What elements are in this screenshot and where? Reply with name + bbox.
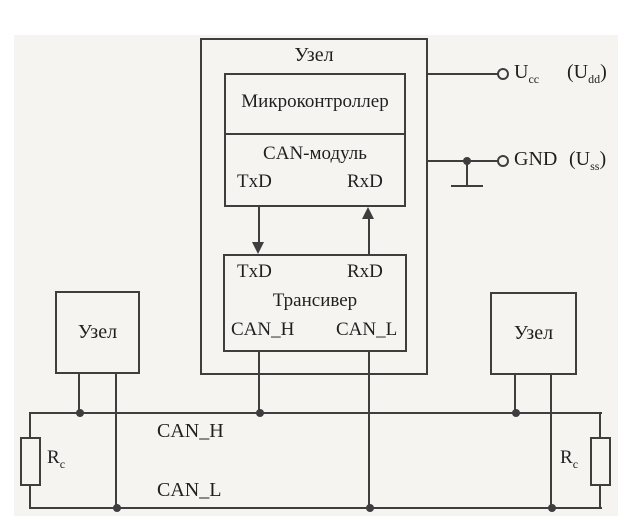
main-node-label: Узел — [294, 44, 334, 66]
transceiver-canl-lead — [368, 352, 370, 509]
gnd-terminal-icon — [497, 155, 509, 167]
ucc-subscript: cc — [528, 72, 540, 86]
udd-label: (Udd) — [567, 61, 607, 86]
junction-dot — [76, 409, 84, 417]
left-resistor-subscript: c — [59, 456, 66, 471]
right-node-box — [490, 292, 577, 375]
transceiver-canl-pin-label: CAN_L — [336, 319, 398, 340]
ucc-terminal-icon — [497, 68, 509, 80]
right-resistor-text: R — [560, 447, 573, 468]
left-termination-resistor — [20, 437, 41, 486]
transceiver-txd-label: TxD — [237, 261, 272, 282]
udd-subscript: dd — [588, 72, 601, 86]
left-node-canh-lead — [78, 374, 80, 413]
junction-dot — [512, 409, 520, 417]
junction-dot — [256, 409, 264, 417]
udd-text: (U — [567, 61, 589, 83]
right-node-canh-lead — [514, 375, 516, 413]
transceiver-rxd-label: RxD — [347, 261, 383, 282]
rxd-signal-line — [368, 218, 370, 254]
right-resistor-subscript: c — [572, 456, 579, 471]
transceiver-box — [223, 254, 407, 352]
junction-dot — [548, 504, 556, 512]
microcontroller-label: Микроконтроллер — [241, 91, 389, 112]
diagram-background — [14, 35, 618, 516]
junction-dot — [113, 504, 121, 512]
uss-label: (Uss) — [569, 148, 607, 173]
can-module-txd-label: TxD — [237, 171, 272, 192]
uss-subscript: ss — [590, 159, 600, 173]
can-module-rxd-label: RxD — [347, 171, 383, 192]
ucc-label: Ucc — [514, 61, 540, 86]
transceiver-label: Трансивер — [272, 290, 358, 311]
right-node-label: Узел — [513, 322, 554, 344]
junction-dot — [366, 504, 374, 512]
right-termination-resistor — [590, 437, 611, 486]
transceiver-canh-lead — [258, 352, 260, 413]
ground-icon — [466, 161, 468, 187]
can-module-label: CAN-модуль — [263, 143, 367, 164]
right-node-canl-lead — [550, 375, 552, 509]
gnd-label: GND — [514, 148, 558, 170]
left-resistor-text: R — [47, 447, 60, 468]
canh-bus-line — [30, 412, 602, 414]
left-node-label: Узел — [77, 321, 118, 343]
transceiver-canh-pin-label: CAN_H — [231, 319, 295, 340]
left-resistor-label: Rc — [47, 447, 66, 471]
main-node-box — [200, 38, 428, 375]
uss-close-paren: ) — [599, 148, 607, 170]
arrow-up-icon — [362, 207, 374, 219]
ucc-wire — [428, 73, 498, 75]
canl-bus-label: CAN_L — [157, 479, 222, 501]
right-resistor-label: Rc — [560, 447, 579, 471]
arrow-down-icon — [252, 242, 264, 254]
left-node-box — [55, 291, 140, 374]
canl-bus-line — [30, 507, 602, 509]
txd-signal-line — [258, 207, 260, 245]
can-module-box — [224, 133, 406, 207]
left-node-canl-lead — [115, 374, 117, 509]
ucc-text: U — [514, 61, 529, 83]
ground-bar — [451, 185, 483, 187]
udd-close-paren: ) — [600, 61, 607, 83]
canh-bus-label: CAN_H — [157, 420, 224, 442]
uss-text: (U — [569, 148, 591, 170]
